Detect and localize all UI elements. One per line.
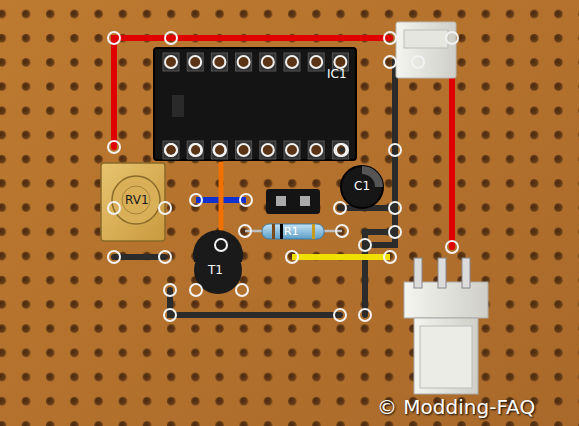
- part-label: R1: [284, 226, 299, 237]
- part-label: C1: [354, 180, 370, 192]
- ic-socket: [154, 48, 356, 160]
- electrolytic-capacitor: [341, 166, 383, 208]
- solder-pads: [108, 32, 458, 321]
- trimmer-potentiometer: [101, 163, 165, 241]
- part-label: RV1: [125, 194, 149, 206]
- resistor-symbol: [245, 224, 342, 239]
- power-connector: [396, 22, 456, 78]
- part-label: IC1: [327, 68, 347, 80]
- fan-connector: [404, 258, 488, 394]
- pin-header: [266, 189, 320, 214]
- yellow-wire: [292, 254, 390, 260]
- transistor: [193, 230, 243, 294]
- part-label: T1: [208, 264, 223, 276]
- watermark: © Modding-FAQ: [377, 397, 535, 417]
